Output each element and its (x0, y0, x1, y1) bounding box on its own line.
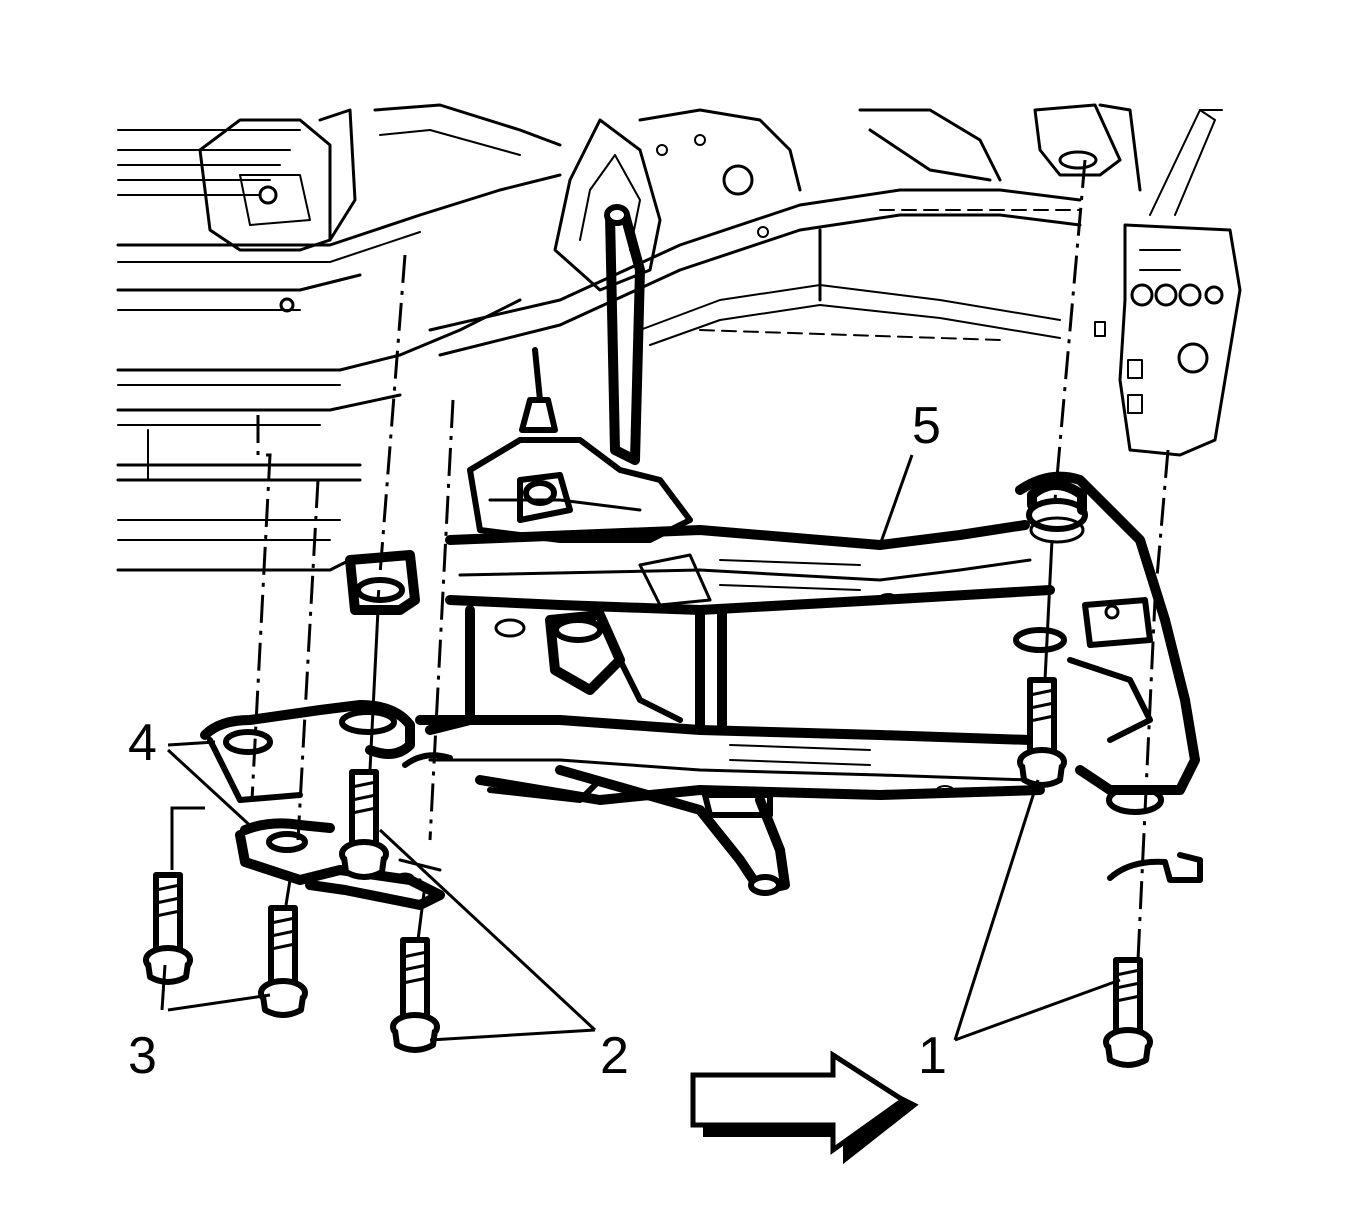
bolt-1b (1103, 957, 1153, 1068)
right-retainers (402, 627, 1203, 883)
callout-3: 3 (128, 1027, 157, 1085)
bolts (143, 677, 1153, 1068)
callout-5: 5 (912, 397, 941, 455)
callout-labels: 1 2 3 4 5 (128, 397, 947, 1085)
bolt-2b (390, 937, 440, 1053)
forward-arrow-icon (690, 1050, 919, 1165)
vehicle-body-context (116, 103, 1242, 572)
bolt-2a (339, 769, 389, 880)
left-reinforcement-brackets (200, 700, 445, 910)
callout-2: 2 (600, 1027, 629, 1085)
bolt-3b (258, 905, 308, 1018)
alignment-axes (170, 159, 1170, 961)
callout-1: 1 (918, 1027, 947, 1085)
bolt-3a (143, 872, 193, 985)
crossmember-cradle (345, 471, 1200, 896)
bolt-1a (1017, 677, 1067, 788)
callout-4: 4 (128, 714, 157, 772)
leader-lines (160, 454, 1121, 1042)
